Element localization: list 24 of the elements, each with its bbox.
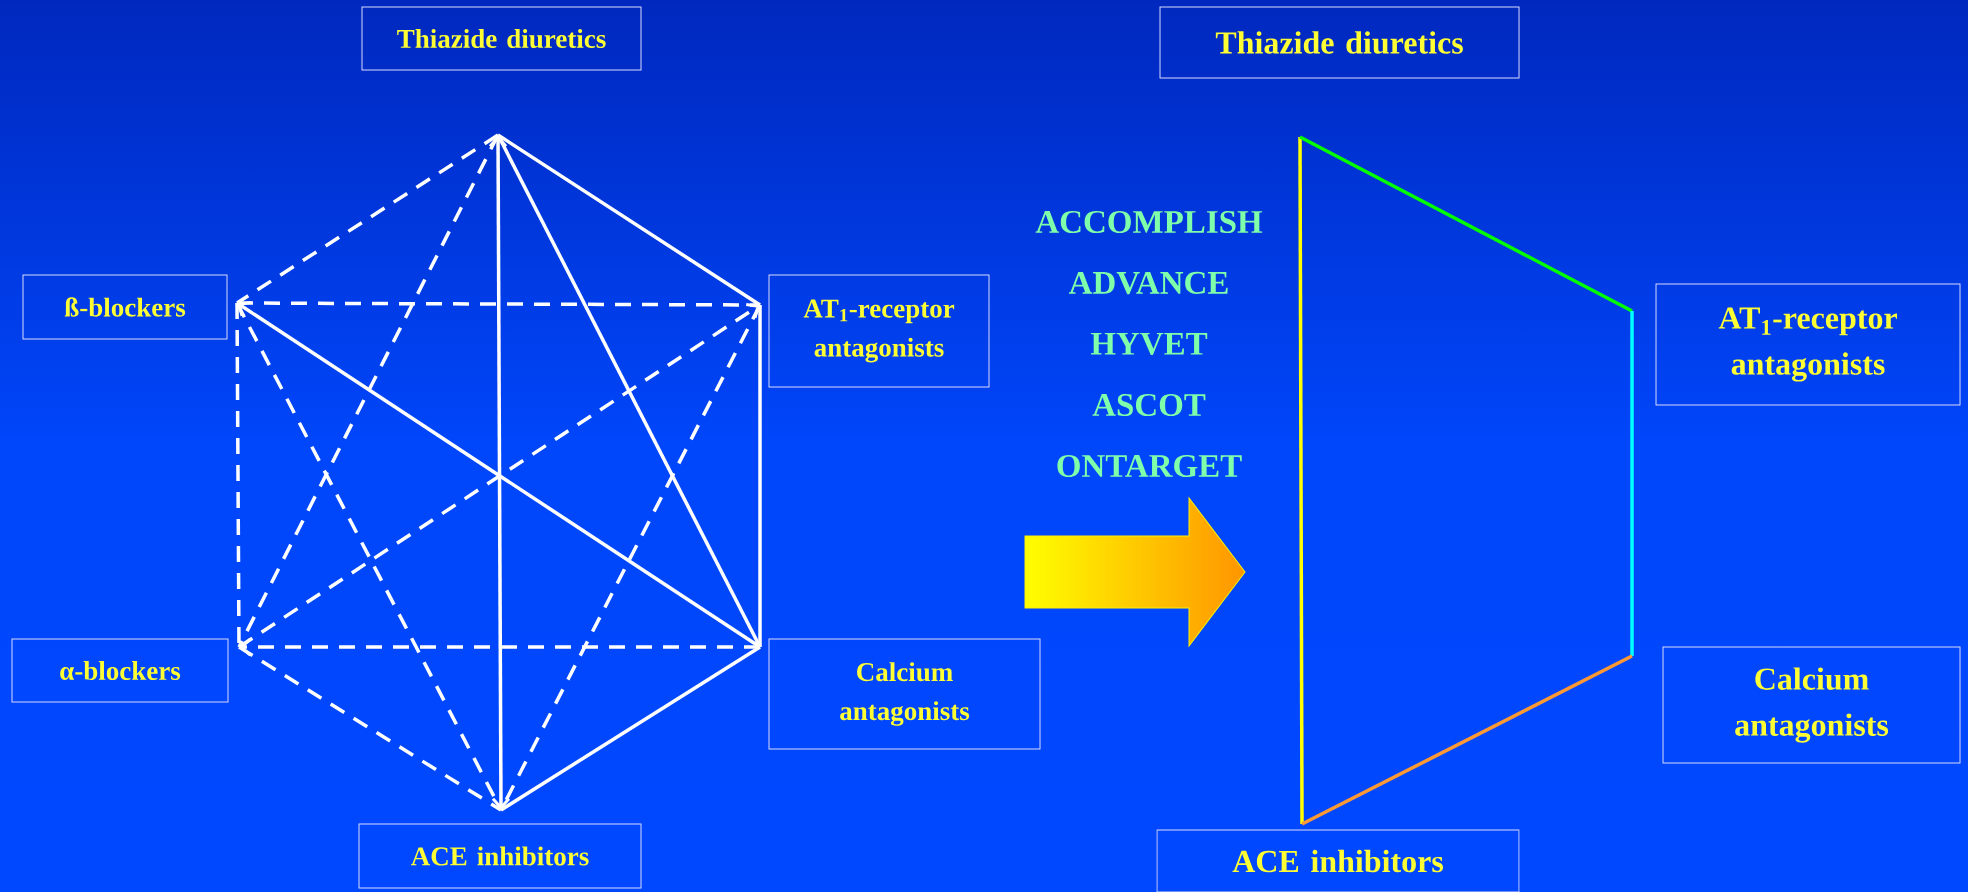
trial-name: ADVANCE <box>1068 271 1228 295</box>
dashed-arrow <box>239 637 760 657</box>
trial-name: ONTARGET <box>1057 454 1242 478</box>
connector-line <box>1630 311 1634 656</box>
label-box: Thiazide diuretics <box>361 6 642 71</box>
label-box: Thiazide diuretics <box>1159 6 1520 79</box>
label-box: Calcium antagonists <box>768 638 1041 750</box>
trial-name: HYVET <box>1090 332 1208 356</box>
label-box: Calcium antagonists <box>1662 646 1961 764</box>
connector-line <box>1299 135 1633 313</box>
connector-line <box>758 305 762 647</box>
label-box: ACE inhibitors <box>358 823 642 889</box>
trial-name: ASCOT <box>1092 393 1206 417</box>
connector-line <box>497 133 761 307</box>
connector-line <box>500 645 761 812</box>
connector-line <box>1298 137 1304 824</box>
label-box: AT$_{1}$-receptor antagonists <box>1655 283 1961 406</box>
trial-name: ACCOMPLISH <box>1035 210 1263 234</box>
label-box: ß-blockers <box>22 274 228 340</box>
label-box: α-blockers <box>11 638 229 703</box>
label-box: ACE inhibitors <box>1156 829 1520 892</box>
connector-line <box>496 134 762 648</box>
connector-line <box>1301 654 1633 826</box>
label-box: AT$_{1}$-receptor antagonists <box>768 274 990 388</box>
